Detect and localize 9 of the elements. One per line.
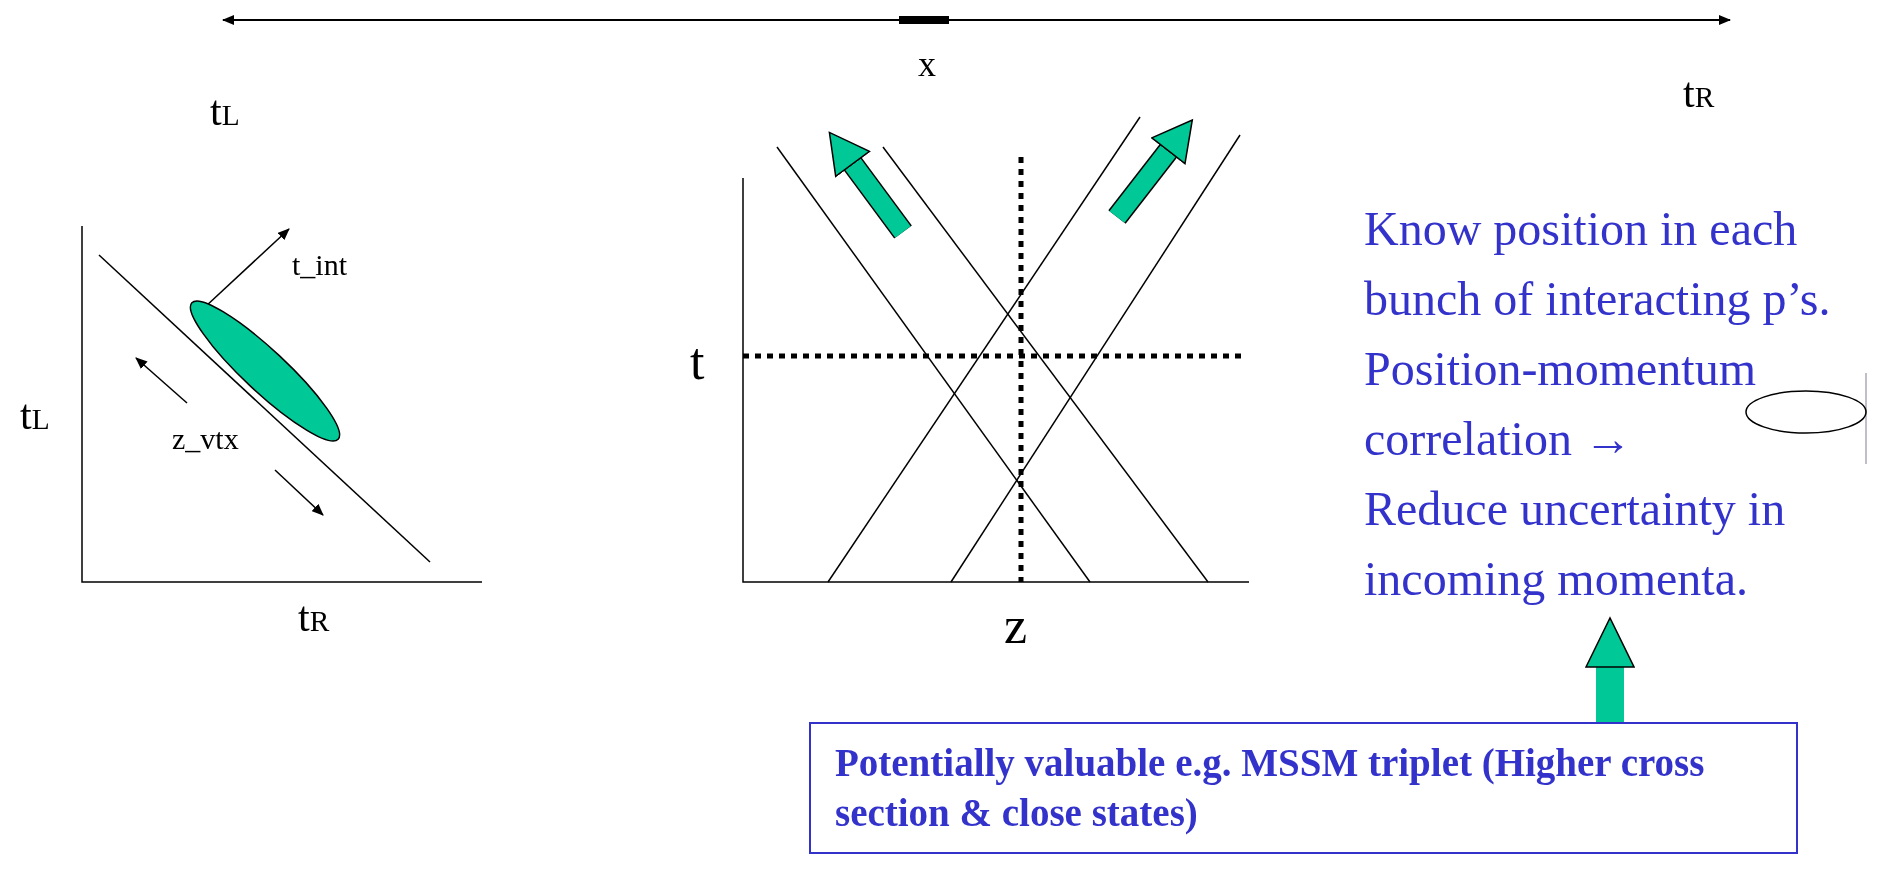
arrow-label: z_vtx <box>172 424 239 454</box>
ellipse-mark <box>1745 390 1867 434</box>
note-box: Potentially valuable e.g. MSSM triplet (Higher cross section & close states) <box>809 722 1798 854</box>
annotation-text: Know position in each bunch of interacting p’s. Position-momentum correlation → Reduce uncertainty in incoming momenta. <box>1364 194 1864 614</box>
block-arrow <box>1585 617 1635 722</box>
axis-label: z <box>1004 600 1028 652</box>
axis-label: x <box>918 46 936 82</box>
arrow-label: t_int <box>292 250 347 280</box>
axis-label: t <box>690 336 705 388</box>
